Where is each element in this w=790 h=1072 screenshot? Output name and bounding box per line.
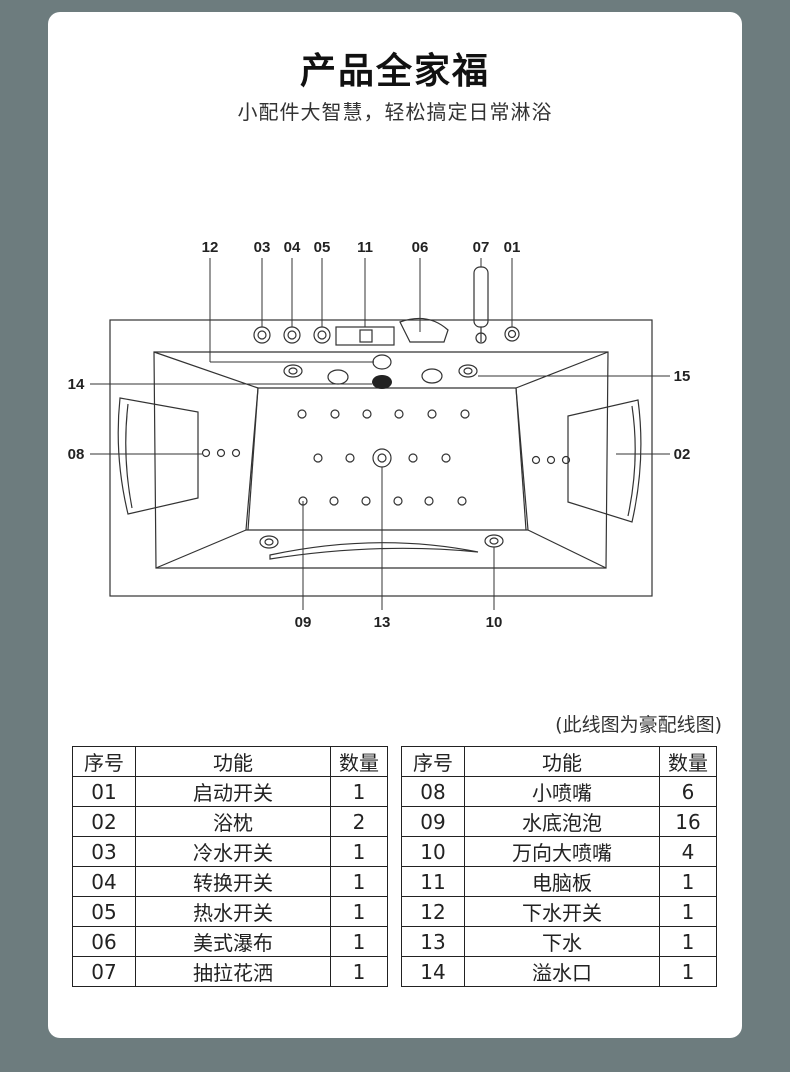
header-quantity: 数量 [659,746,717,777]
cell-number: 02 [72,806,136,837]
table-header-row: 序号 功能 数量 [72,746,388,777]
cell-function: 溢水口 [464,956,660,987]
cell-quantity: 1 [330,956,388,987]
cell-quantity: 2 [330,806,388,837]
cell-number: 03 [72,836,136,867]
table-header-row: 序号 功能 数量 [401,746,717,777]
left-pillow [117,397,199,515]
cell-function: 万向大喷嘴 [464,836,660,867]
callout-01: 01 [504,239,521,256]
page-subtitle: 小配件大智慧，轻松搞定日常淋浴 [237,100,553,124]
page-title: 产品全家福 [299,51,490,92]
cell-quantity: 1 [330,866,388,897]
arm-rest [269,542,479,560]
cell-number: 07 [72,956,136,987]
callout-10: 10 [486,614,503,631]
cell-function: 小喷嘴 [464,776,660,807]
callout-02: 02 [674,446,691,463]
cell-function: 下水 [464,926,660,957]
cell-number: 06 [72,926,136,957]
cell-function: 电脑板 [464,866,660,897]
cell-function: 美式瀑布 [135,926,331,957]
cell-quantity: 1 [330,896,388,927]
header-number: 序号 [72,746,136,777]
callout-09: 09 [295,614,312,631]
right-pillow [567,399,642,523]
cell-function: 抽拉花洒 [135,956,331,987]
cell-quantity: 4 [659,836,717,867]
header-function: 功能 [464,746,660,777]
product-card: 产品全家福 小配件大智慧，轻松搞定日常淋浴 [48,12,742,1038]
cell-function: 热水开关 [135,896,331,927]
cell-quantity: 1 [330,926,388,957]
cell-number: 01 [72,776,136,807]
callout-11: 11 [357,239,373,256]
callout-15: 15 [674,368,691,385]
cell-function: 浴枕 [135,806,331,837]
cell-function: 启动开关 [135,776,331,807]
cell-quantity: 16 [659,806,717,837]
waterfall-spout [399,317,449,343]
cell-function: 下水开关 [464,896,660,927]
callout-03: 03 [254,239,271,256]
cell-number: 04 [72,866,136,897]
tub-outer-frame [109,319,653,597]
hand-shower [473,266,489,328]
cell-number: 08 [401,776,465,807]
cell-number: 14 [401,956,465,987]
callout-13: 13 [374,614,391,631]
cell-function: 冷水开关 [135,836,331,867]
callout-08: 08 [68,446,85,463]
cell-number: 13 [401,926,465,957]
callout-12: 12 [202,239,219,256]
bathtub-diagram: 12 03 04 05 11 06 07 01 14 08 15 02 09 1… [68,239,691,631]
cell-function: 水底泡泡 [464,806,660,837]
callout-04: 04 [284,239,301,256]
header-function: 功能 [135,746,331,777]
header-number: 序号 [401,746,465,777]
diagram-note: (此线图为豪配线图) [555,714,722,736]
header-quantity: 数量 [330,746,388,777]
overflow-port [372,375,392,389]
cell-function: 转换开关 [135,866,331,897]
cell-quantity: 6 [659,776,717,807]
cell-number: 05 [72,896,136,927]
cell-quantity: 1 [330,836,388,867]
cell-quantity: 1 [330,776,388,807]
cell-quantity: 1 [659,896,717,927]
cell-quantity: 1 [659,956,717,987]
cell-number: 09 [401,806,465,837]
tub-basin [245,387,529,531]
callout-07: 07 [473,239,490,256]
cell-number: 12 [401,896,465,927]
cell-quantity: 1 [659,926,717,957]
callout-05: 05 [314,239,331,256]
cell-number: 11 [401,866,465,897]
callout-14: 14 [68,376,85,393]
cell-number: 10 [401,836,465,867]
callout-06: 06 [412,239,429,256]
cell-quantity: 1 [659,866,717,897]
